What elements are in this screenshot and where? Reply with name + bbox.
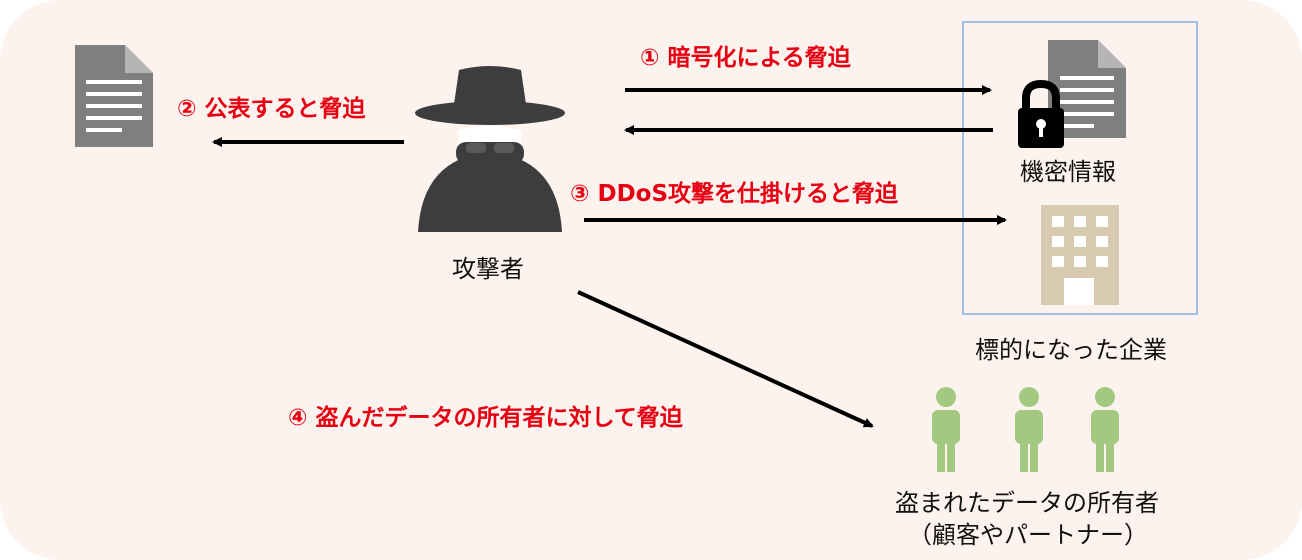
confidential-info-label: 機密情報 bbox=[1020, 158, 1116, 186]
threat-label-ddos: ③ DDoS攻撃を仕掛けると脅迫 bbox=[570, 181, 899, 207]
people-icons bbox=[932, 387, 1119, 472]
arrow-attacker-to-victims bbox=[577, 290, 874, 428]
target-company-label: 標的になった企業 bbox=[975, 336, 1167, 364]
padlock-icon bbox=[1018, 79, 1064, 148]
victims-sublabel: （顧客やパートナー） bbox=[908, 521, 1148, 549]
threat-label-encryption: ① 暗号化による脅迫 bbox=[640, 45, 851, 71]
victims-label: 盗まれたデータの所有者 bbox=[895, 489, 1159, 517]
target-company-box bbox=[962, 21, 1198, 315]
attacker-icon bbox=[415, 66, 565, 232]
person-icon bbox=[932, 387, 960, 472]
building-icon bbox=[1041, 205, 1119, 305]
threat-label-publication: ② 公表すると脅迫 bbox=[177, 96, 366, 122]
threat-label-data-owners: ④ 盗んだデータの所有者に対して脅迫 bbox=[288, 405, 683, 431]
published-document-icon bbox=[75, 45, 153, 147]
attacker-label: 攻撃者 bbox=[452, 255, 524, 283]
person-icon bbox=[1091, 387, 1119, 472]
person-icon bbox=[1015, 387, 1043, 472]
confidential-document-icon bbox=[1048, 40, 1126, 138]
